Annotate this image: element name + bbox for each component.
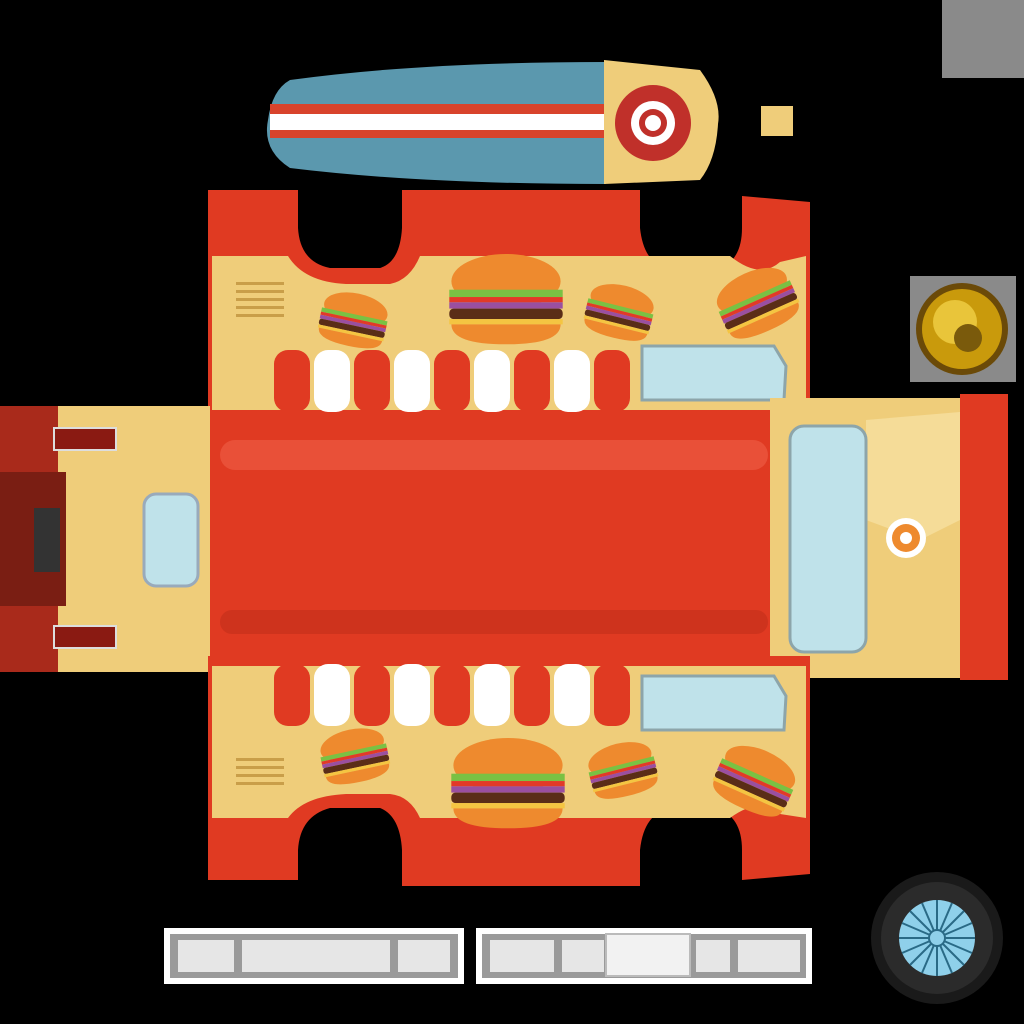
food-truck-body-net <box>0 190 1008 886</box>
round-emblem-icon <box>886 518 926 558</box>
gray-square <box>942 0 1024 78</box>
wheel-icon <box>871 872 1003 1004</box>
rear-bumper <box>164 928 464 984</box>
burger-icon <box>449 254 563 345</box>
front-bumper <box>476 928 812 984</box>
surfboard <box>266 60 719 184</box>
burger-icon <box>451 738 565 829</box>
yellow-square <box>761 106 793 136</box>
gold-coin-icon <box>910 276 1016 382</box>
